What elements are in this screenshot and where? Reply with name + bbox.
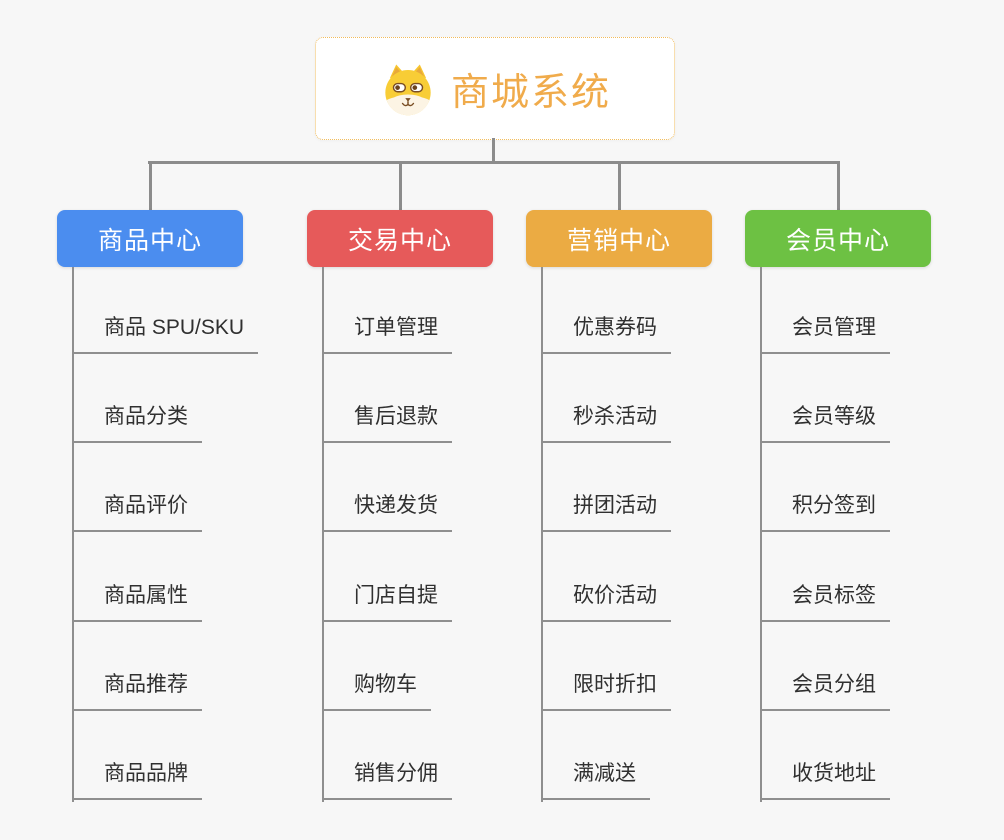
leaf-item[interactable]: 拼团活动: [541, 492, 671, 533]
dog-face-icon: [379, 60, 437, 118]
root-node-mall-system[interactable]: 商城系统: [315, 37, 675, 140]
branch-node-product-center[interactable]: 商品中心: [57, 210, 243, 267]
leaf-item[interactable]: 秒杀活动: [541, 403, 671, 444]
leaf-item[interactable]: 商品品牌: [72, 760, 202, 800]
leaf-column-marketing: 优惠券码秒杀活动拼团活动砍价活动限时折扣满减送: [541, 267, 761, 803]
branch-node-marketing-center[interactable]: 营销中心: [526, 210, 712, 267]
leaf-item[interactable]: 售后退款: [322, 403, 452, 444]
leaf-item[interactable]: 商品评价: [72, 492, 202, 533]
leaf-item[interactable]: 限时折扣: [541, 671, 671, 711]
connector-horizontal: [148, 161, 840, 164]
branch-label: 会员中心: [785, 226, 890, 255]
leaf-item[interactable]: 会员分组: [760, 671, 890, 711]
trunk-line: [541, 267, 543, 802]
leaf-item[interactable]: 会员标签: [760, 582, 890, 622]
leaf-item[interactable]: 购物车: [322, 671, 431, 711]
trunk-line: [72, 267, 74, 802]
leaf-item[interactable]: 会员等级: [760, 403, 890, 444]
leaf-column-member: 会员管理会员等级积分签到会员标签会员分组收货地址: [760, 267, 980, 803]
leaf-item[interactable]: 商品分类: [72, 403, 202, 444]
branch-label: 商品中心: [97, 226, 202, 255]
leaf-item[interactable]: 商品 SPU/SKU: [72, 314, 259, 354]
leaf-item[interactable]: 商品属性: [72, 582, 202, 622]
leaf-item[interactable]: 积分签到: [760, 492, 890, 533]
leaf-item[interactable]: 满减送: [541, 760, 650, 800]
leaf-item[interactable]: 订单管理: [322, 314, 452, 354]
leaf-item[interactable]: 商品推荐: [72, 671, 202, 711]
branch-node-trade-center[interactable]: 交易中心: [307, 210, 493, 267]
leaf-item[interactable]: 优惠券码: [541, 314, 671, 354]
branch-label: 营销中心: [566, 226, 671, 255]
leaf-item[interactable]: 快递发货: [322, 492, 452, 533]
connector-drop-trade: [398, 161, 402, 210]
connector-drop-member: [836, 161, 840, 210]
branch-label: 交易中心: [347, 226, 452, 255]
branch-node-member-center[interactable]: 会员中心: [745, 210, 931, 267]
leaf-item[interactable]: 门店自提: [322, 582, 452, 622]
trunk-line: [322, 267, 324, 802]
leaf-column-product: 商品 SPU/SKU 商品分类商品评价商品属性商品推荐商品品牌: [72, 267, 292, 803]
leaf-item[interactable]: 砍价活动: [541, 582, 671, 622]
leaf-item[interactable]: 会员管理: [760, 314, 890, 354]
root-title: 商城系统: [450, 72, 611, 114]
leaf-column-trade: 订单管理售后退款快递发货门店自提购物车销售分佣: [322, 267, 542, 803]
connector-drop-product: [148, 161, 152, 210]
leaf-item[interactable]: 销售分佣: [322, 760, 452, 800]
connector-root-vertical: [492, 138, 495, 164]
connector-drop-marketing: [617, 161, 621, 210]
trunk-line: [760, 267, 762, 802]
leaf-item[interactable]: 收货地址: [760, 760, 890, 800]
